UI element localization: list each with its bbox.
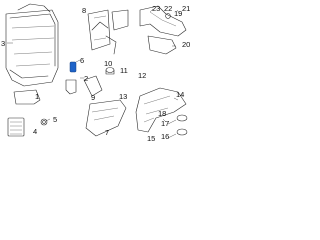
callout-3: 3 — [1, 39, 5, 48]
callout-11: 11 — [120, 66, 128, 75]
callout-14: 14 — [176, 90, 184, 99]
callout-22: 22 — [164, 4, 172, 13]
callout-23: 23 — [152, 4, 160, 13]
clamp-part — [105, 67, 115, 75]
callout-19: 19 — [174, 9, 182, 18]
callout-13: 13 — [119, 92, 127, 101]
callout-12: 12 — [138, 71, 146, 80]
air-cleaner-housing — [5, 3, 59, 105]
callout-10: 10 — [104, 59, 112, 68]
callout-17: 17 — [161, 119, 169, 128]
callout-15: 15 — [147, 134, 155, 143]
callout-6: 6 — [80, 56, 84, 65]
callout-8: 8 — [82, 6, 86, 15]
callout-16: 16 — [161, 132, 169, 141]
callout-5: 5 — [53, 115, 57, 124]
callout-9: 9 — [91, 93, 95, 102]
callout-4: 4 — [33, 127, 37, 136]
sensor-part — [65, 61, 77, 95]
charge-hose — [135, 87, 188, 136]
leader-lines — [7, 8, 181, 139]
callout-7: 7 — [105, 128, 109, 137]
callout-1: 1 — [35, 92, 39, 101]
parts-diagram: 1 2 3 4 5 6 7 8 9 10 11 12 13 14 15 16 1… — [1, 3, 190, 143]
callout-20: 20 — [182, 40, 190, 49]
intake-duct-upper — [139, 5, 187, 55]
filter-element — [7, 117, 25, 137]
callout-21: 21 — [182, 4, 190, 13]
grommet-part — [40, 118, 48, 126]
resonator-assembly — [87, 9, 129, 55]
callout-18: 18 — [158, 109, 166, 118]
intake-duct-lower — [83, 75, 127, 137]
callout-2: 2 — [84, 74, 88, 83]
